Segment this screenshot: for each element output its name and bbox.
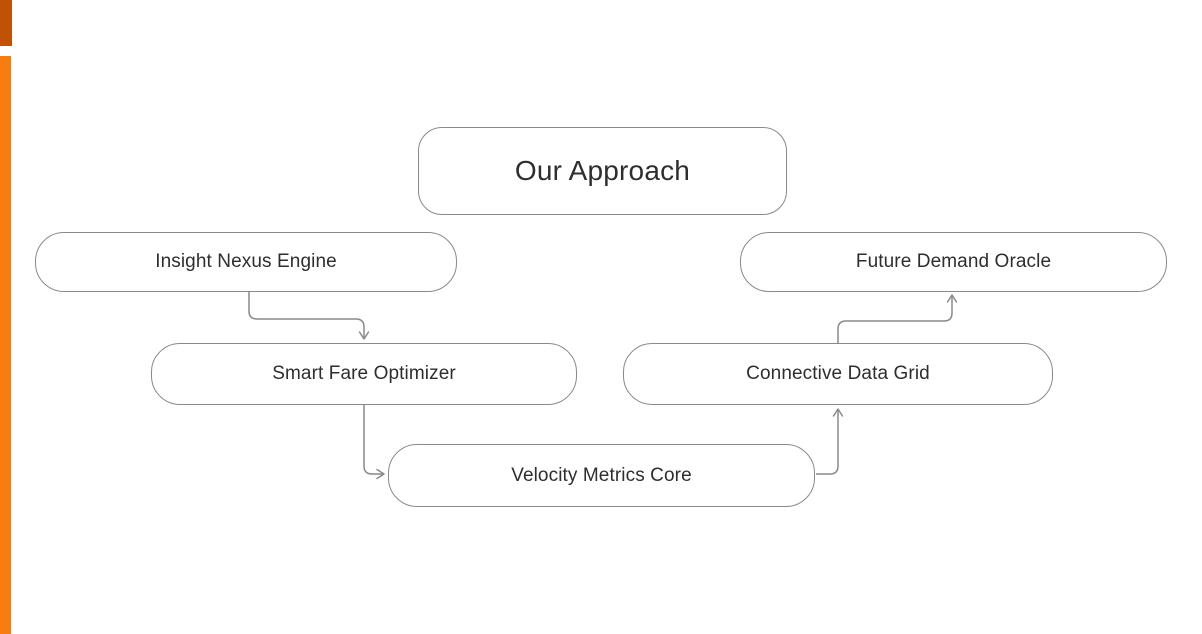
node-label: Future Demand Oracle — [855, 251, 1052, 272]
node-insight-nexus-engine[interactable]: Insight Nexus Engine — [35, 232, 457, 292]
edge-smart-to-velocity — [363, 405, 385, 480]
node-label: Velocity Metrics Core — [511, 464, 692, 486]
edge-velocity-to-connective — [816, 408, 844, 475]
node-label: Smart Fare Optimizer — [272, 363, 456, 384]
node-label: Connective Data Grid — [746, 363, 930, 384]
edge-insight-to-smart — [248, 292, 370, 340]
diagram-title-box[interactable]: Our Approach — [418, 127, 787, 215]
node-label: Insight Nexus Engine — [155, 251, 337, 272]
diagram-title: Our Approach — [514, 155, 691, 186]
node-smart-fare-optimizer[interactable]: Smart Fare Optimizer — [151, 343, 577, 405]
node-connective-data-grid[interactable]: Connective Data Grid — [623, 343, 1053, 405]
node-future-demand-oracle[interactable]: Future Demand Oracle — [740, 232, 1167, 292]
accent-bar-main-segment — [0, 56, 11, 634]
accent-bar-top-segment — [0, 0, 12, 46]
edge-connective-to-future — [837, 294, 958, 343]
node-velocity-metrics-core[interactable]: Velocity Metrics Core — [388, 444, 815, 507]
